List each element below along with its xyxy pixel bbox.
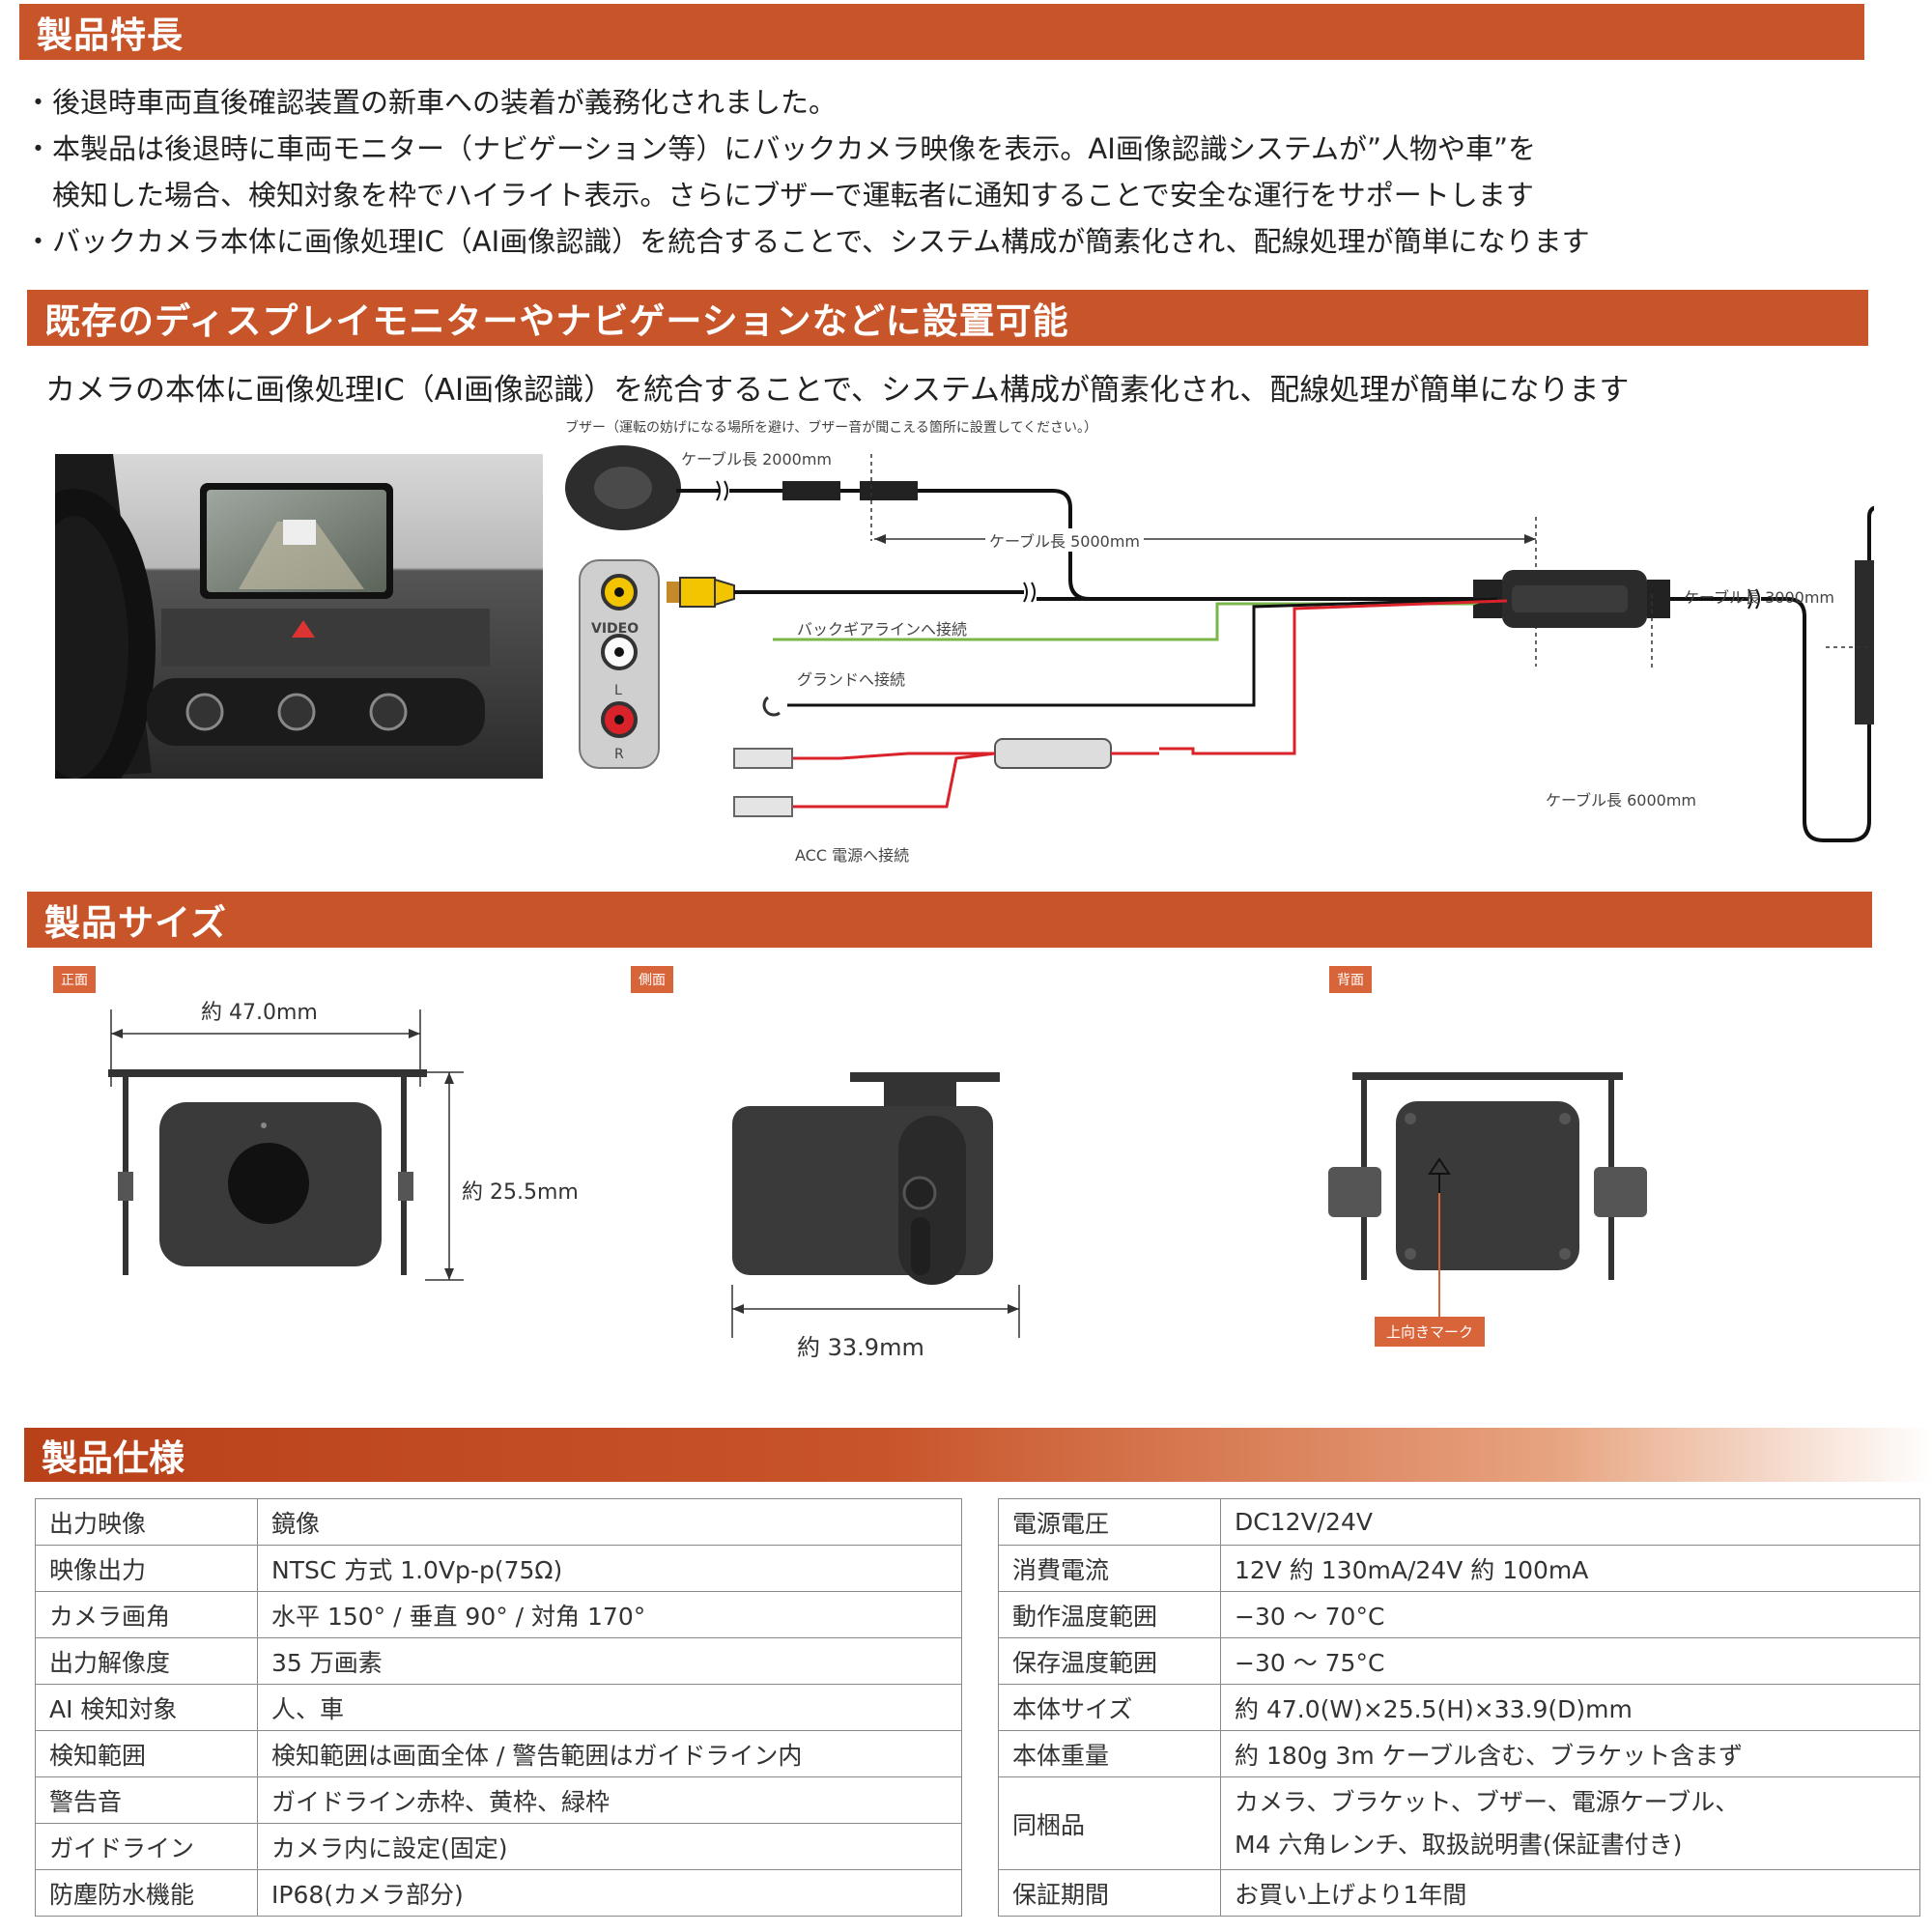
spec-value: 約 180g 3m ケーブル含む、ブラケット含まず [1220,1730,1920,1777]
spec-value: カメラ、ブラケット、ブザー、電源ケーブル、 M4 六角レンチ、取扱説明書(保証書… [1220,1776,1920,1870]
table-row: 保存温度範囲−30 ～ 75°C [998,1637,1920,1685]
spec-key: 警告音 [35,1776,258,1824]
camera-front-view [108,1009,464,1281]
spec-value: DC12V/24V [1220,1498,1920,1546]
spec-key: AI 検知対象 [35,1684,258,1731]
table-row: 同梱品 カメラ、ブラケット、ブザー、電源ケーブル、 M4 六角レンチ、取扱説明書… [998,1776,1920,1870]
feature-item-2: ・本製品は後退時に車両モニター（ナビゲーション等）にバックカメラ映像を表示。AI… [24,132,1536,165]
cable-6000-label: ケーブル長 6000mm [1546,791,1697,810]
install-header: 既存のディスプレイモニターやナビゲーションなどに設置可能 [27,290,1868,346]
spec-title: 製品仕様 [42,1437,185,1479]
spec-value: お買い上げより1年間 [1220,1869,1920,1917]
table-row: 検知範囲検知範囲は画面全体 / 警告範囲はガイドライン内 [35,1730,962,1777]
cable-2000-label: ケーブル長 2000mm [681,450,833,469]
spec-value-line-2: M4 六角レンチ、取扱説明書(保証書付き) [1235,1830,1683,1859]
feature-item-1: ・後退時車両直後確認装置の新車への装着が義務化されました。 [24,86,838,119]
cable-3000-label: ケーブル長 3000mm [1684,588,1835,607]
spec-key: 保存温度範囲 [998,1637,1221,1685]
spec-key: 防塵防水機能 [35,1869,258,1917]
spec-value: −30 ～ 75°C [1220,1637,1920,1685]
buzzer-note: ブザー（運転の妨げになる場所を避け、ブザー音が聞こえる箇所に設置してください。） [565,420,1098,436]
back-gear-label: バックギアラインへ接続 [797,620,968,639]
spec-value-line-1: カメラ、ブラケット、ブザー、電源ケーブル、 [1235,1787,1740,1816]
spec-key: 本体重量 [998,1730,1221,1777]
size-header: 製品サイズ [27,892,1872,948]
table-row: 出力映像鏡像 [35,1498,962,1546]
spec-header: 製品仕様 [24,1428,1932,1482]
spec-value: ガイドライン赤枠、黄枠、緑枠 [257,1776,962,1824]
camera-side-view [731,1072,1020,1338]
rca-video-label: VIDEO [591,621,639,637]
cable-5000-label: ケーブル長 5000mm [985,528,1145,552]
back-tag: 背面 [1329,966,1372,993]
spec-key: 電源電圧 [998,1498,1221,1546]
install-lead: カメラの本体に画像処理IC（AI画像認識）を統合することで、システム構成が簡素化… [45,373,1630,408]
size-title: 製品サイズ [44,902,227,944]
rca-l-label: L [614,683,622,698]
spec-value: 水平 150° / 垂直 90° / 対角 170° [257,1591,962,1638]
spec-key: 消費電流 [998,1545,1221,1592]
spec-value: IP68(カメラ部分) [257,1869,962,1917]
feature-item-2-cont: 検知した場合、検知対象を枠でハイライト表示。さらにブザーで運転者に通知することで… [24,179,1534,212]
dim-width: 約 47.0mm [201,1001,318,1025]
spec-value: 検知範囲は画面全体 / 警告範囲はガイドライン内 [257,1730,962,1777]
dashboard-photo [55,454,543,779]
acc-label: ACC 電源へ接続 [795,846,910,865]
dim-height: 約 25.5mm [462,1180,579,1205]
camera-back-view [1328,1072,1647,1319]
spec-value: カメラ内に設定(固定) [257,1823,962,1870]
table-row: AI 検知対象人、車 [35,1684,962,1731]
spec-key: 検知範囲 [35,1730,258,1777]
spec-value: −30 ～ 70°C [1220,1591,1920,1638]
spec-key: ガイドライン [35,1823,258,1870]
spec-value: 鏡像 [257,1498,962,1546]
spec-value: 12V 約 130mA/24V 約 100mA [1220,1545,1920,1592]
side-tag: 側面 [631,966,673,993]
rca-r-label: R [614,747,624,762]
spec-key: 本体サイズ [998,1684,1221,1731]
install-title: 既存のディスプレイモニターやナビゲーションなどに設置可能 [44,300,1069,342]
spec-value: 35 万画素 [257,1637,962,1685]
features-header: 製品特長 [19,4,1864,60]
table-row: 本体重量約 180g 3m ケーブル含む、ブラケット含まず [998,1730,1920,1777]
table-row: 本体サイズ約 47.0(W)×25.5(H)×33.9(D)mm [998,1684,1920,1731]
spec-key: 同梱品 [998,1776,1221,1870]
spec-key: 保証期間 [998,1869,1221,1917]
spec-key: 映像出力 [35,1545,258,1592]
spec-key: 出力映像 [35,1498,258,1546]
spec-value: 約 47.0(W)×25.5(H)×33.9(D)mm [1220,1684,1920,1731]
front-tag: 正面 [53,966,96,993]
table-row: ガイドラインカメラ内に設定(固定) [35,1823,962,1870]
features-title: 製品特長 [37,14,184,56]
spec-value: NTSC 方式 1.0Vp-p(75Ω) [257,1545,962,1592]
spec-value: 人、車 [257,1684,962,1731]
ground-label: グランドへ接続 [797,670,906,689]
table-row: 動作温度範囲−30 ～ 70°C [998,1591,1920,1638]
up-mark-label: 上向きマーク [1375,1317,1486,1347]
table-row: 警告音ガイドライン赤枠、黄枠、緑枠 [35,1776,962,1824]
spec-key: 出力解像度 [35,1637,258,1685]
dim-depth: 約 33.9mm [797,1334,924,1361]
table-row: 保証期間お買い上げより1年間 [998,1869,1920,1917]
feature-item-3: ・バックカメラ本体に画像処理IC（AI画像認識）を統合することで、システム構成が… [24,225,1590,258]
up-arrow-icon [1428,1157,1451,1193]
spec-key: カメラ画角 [35,1591,258,1638]
table-row: カメラ画角水平 150° / 垂直 90° / 対角 170° [35,1591,962,1638]
spec-key: 動作温度範囲 [998,1591,1221,1638]
wiring-diagram [565,445,1874,842]
